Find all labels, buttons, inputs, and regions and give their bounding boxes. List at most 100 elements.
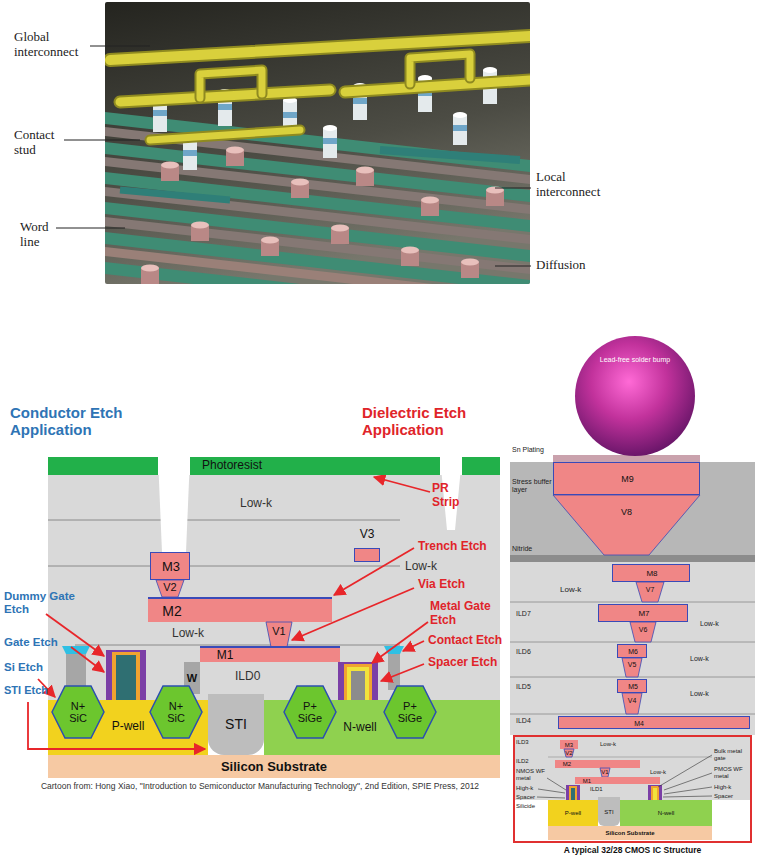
node-text: M4 — [634, 720, 644, 728]
node-text: M8 — [646, 570, 657, 579]
node-text: P+ SiGe — [293, 700, 327, 724]
part-label: Spacer — [516, 794, 535, 801]
layer-label: Low-k — [560, 585, 581, 594]
etch-callout: Dummy Gate Etch — [4, 590, 80, 616]
photoresist-band: Photoresist — [190, 457, 440, 475]
etch-callout: Si Etch — [4, 661, 43, 674]
source-drain: P+ SiGe — [384, 686, 436, 738]
p-well: P-well — [548, 800, 598, 826]
etch-callout: Contact Etch — [428, 634, 502, 648]
node-text: Silicon Substrate — [605, 830, 654, 837]
via: V1 — [266, 622, 292, 647]
via: V8 — [553, 495, 700, 555]
layer-label: Low-k — [600, 741, 616, 748]
sti-region: STI — [598, 797, 620, 826]
photo-label: Word line — [20, 220, 70, 250]
source-drain: N+ SiC — [52, 686, 104, 738]
metal-line: M3 — [560, 740, 578, 749]
etch-callout: Spacer Etch — [428, 656, 497, 670]
photo-label: Local interconnect — [536, 170, 616, 200]
hexagon-fill — [52, 686, 104, 738]
metal-line: M6 — [617, 644, 647, 658]
metal-line: M8 — [612, 564, 690, 582]
node-text: N+ SiC — [63, 700, 93, 724]
node-text: Photoresist — [202, 459, 262, 472]
layer-label: Sn Plating — [512, 446, 544, 454]
sem-photo — [105, 2, 530, 284]
section-title: Conductor Etch Application — [10, 404, 150, 439]
node-text: V5 — [628, 661, 637, 669]
node-text: STI — [604, 808, 613, 815]
part-label: Bulk metal gate — [714, 748, 750, 762]
via-fill — [553, 495, 700, 555]
via-fill — [564, 749, 574, 757]
layer-label: ILD2 — [516, 758, 529, 765]
photo-label: Global interconnect — [14, 30, 94, 60]
layer-label: Nitride — [512, 545, 532, 553]
via-fill — [266, 622, 292, 647]
source-drain: N+ SiC — [150, 686, 202, 738]
n-well: N-well — [620, 800, 712, 826]
metal-line: M1 — [200, 646, 340, 662]
node-text: A typical 32/28 CMOS IC Structure — [564, 846, 702, 855]
etch-callout: Metal Gate Etch — [430, 600, 506, 628]
via: V2 — [564, 749, 574, 757]
node-text: M3 — [565, 741, 573, 748]
hexagon-fill — [384, 686, 436, 738]
node-text: M5 — [628, 683, 638, 691]
node-text: V8 — [621, 508, 632, 518]
via: V4 — [622, 693, 642, 714]
node-text: Silicon Substrate — [221, 759, 327, 773]
layer-label: ILD0 — [235, 670, 260, 684]
via-plug: V3 — [352, 526, 382, 563]
via-fill — [636, 582, 664, 602]
metal-line: M5 — [617, 679, 647, 693]
silicon-substrate: Silicon Substrate — [548, 826, 712, 840]
node-text: Lead-free solder bump — [600, 356, 670, 364]
layer-label: Low-k — [240, 497, 272, 511]
node-text: V4 — [628, 697, 637, 705]
layer-label: Low-k — [700, 620, 719, 628]
node-text: N+ SiC — [161, 700, 191, 724]
via: V6 — [630, 622, 656, 642]
layer-label: ILD4 — [516, 717, 531, 725]
metal-line: M4 — [558, 716, 750, 729]
node-text: V6 — [639, 626, 648, 634]
node-text: V1 — [272, 625, 285, 637]
part-label: NMOS WF metal — [516, 768, 546, 782]
silicon-substrate: Silicon Substrate — [48, 755, 500, 778]
via-plug-fill — [354, 548, 380, 562]
node-text: V2 — [163, 581, 176, 593]
node-text: STI — [225, 717, 247, 732]
node-text: P+ SiGe — [393, 700, 427, 724]
via: V1 — [600, 768, 610, 777]
node-text: M3 — [162, 560, 180, 574]
sti-region: STI — [208, 694, 264, 755]
n-well: N-wellP+ SiGeP+ SiGe — [264, 700, 500, 755]
layer-label: ILD6 — [516, 648, 531, 656]
node-text: M2 — [162, 604, 181, 619]
hexagon-fill — [284, 686, 336, 738]
metal-line: M1 — [575, 777, 660, 784]
interconnect-stack — [510, 455, 755, 800]
node-text: P-well — [112, 720, 145, 733]
node-text: M1 — [583, 777, 591, 784]
metal-line: M9 — [553, 462, 700, 495]
metal-line: M7 — [598, 604, 688, 622]
via: V5 — [622, 658, 642, 677]
etch-callout: PR Strip — [432, 482, 468, 510]
node-text: V2 — [565, 750, 572, 757]
layer-label: Low-k — [172, 627, 204, 641]
p-well: P-well N+ SiC N+ SiC — [48, 700, 208, 755]
layer-label: Low-k — [690, 690, 709, 698]
layer-label: ILD7 — [516, 610, 531, 618]
layer-label: ILD1 — [590, 786, 603, 793]
node-text: N-well — [658, 810, 675, 817]
via: V2 — [156, 580, 184, 597]
hexagon-fill — [150, 686, 202, 738]
via-fill — [630, 622, 656, 642]
part-label: High-k — [714, 784, 731, 791]
via-outline — [553, 495, 700, 555]
part-label: High-k — [516, 785, 533, 792]
